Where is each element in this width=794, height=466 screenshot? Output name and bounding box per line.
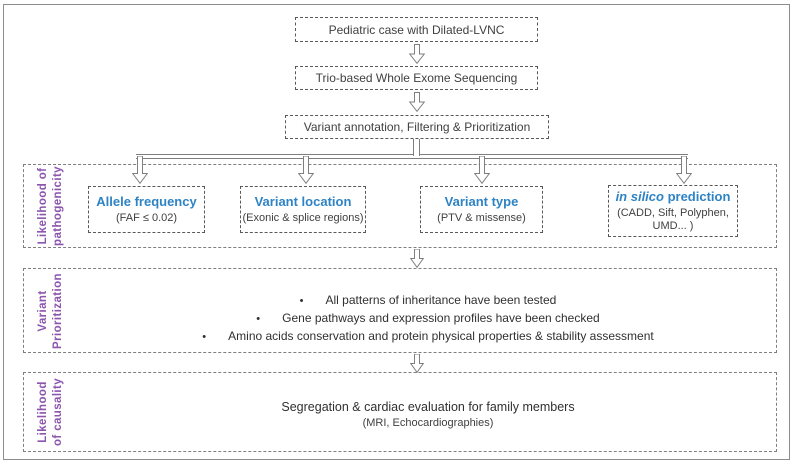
branch-arrow-variant-location: [297, 155, 315, 185]
criteria-title: Variant location: [254, 194, 352, 209]
bullet-text: Amino acids conservation and protein phy…: [228, 329, 654, 343]
criteria-subtitle: (FAF ≤ 0.02): [115, 212, 178, 224]
flow-box-trio-wes-label: Trio-based Whole Exome Sequencing: [315, 71, 518, 85]
prioritization-bullet-list: • All patterns of inheritance have been …: [79, 292, 777, 346]
criteria-subtitle: (CADD, Sift, Polyphen, UMD... ): [617, 207, 729, 232]
flow-box-trio-wes: Trio-based Whole Exome Sequencing: [295, 66, 538, 90]
criteria-subtitle: (PTV & missense): [437, 212, 526, 224]
bullet-item: • Amino acids conservation and protein p…: [79, 328, 777, 346]
criteria-title: Variant type: [444, 194, 519, 209]
down-arrow-icon: [409, 353, 425, 374]
flow-box-pediatric-case-label: Pediatric case with Dilated-LVNC: [328, 22, 505, 37]
branch-horizontal-line: [136, 154, 688, 159]
down-arrow-icon: [408, 92, 426, 113]
bullet-text: Gene pathways and expression profiles ha…: [282, 311, 600, 325]
section-likelihood-of-causality: [23, 372, 777, 452]
bullet-icon: •: [299, 295, 304, 307]
criteria-box-variant-type: Variant type (PTV & missense): [420, 186, 543, 233]
criteria-box-insilico-prediction: in silico prediction (CADD, Sift, Polyph…: [608, 185, 738, 237]
criteria-box-variant-location: Variant location (Exonic & splice region…: [240, 186, 366, 233]
outer-frame: [3, 4, 790, 460]
causality-subtext: (MRI, Echocardiographies): [362, 417, 494, 429]
flow-box-variant-annotation-label: Variant annotation, Filtering & Prioriti…: [303, 120, 531, 134]
causality-content: Segregation & cardiac evaluation for fam…: [79, 398, 777, 431]
bullet-text: All patterns of inheritance have been te…: [325, 293, 557, 307]
flow-box-pediatric-case: Pediatric case with Dilated-LVNC: [295, 17, 538, 42]
criteria-title-rest: prediction: [663, 189, 731, 204]
branch-stem-line: [413, 139, 420, 156]
down-arrow-icon: [409, 248, 425, 269]
criteria-title: Allele frequency: [96, 194, 197, 209]
branch-arrow-allele-frequency: [131, 155, 149, 185]
down-arrow-icon: [408, 44, 426, 65]
bullet-item: • All patterns of inheritance have been …: [79, 292, 777, 310]
branch-arrow-insilico: [675, 155, 693, 185]
branch-arrow-variant-type: [473, 155, 491, 185]
criteria-title-italic: in silico: [615, 189, 664, 204]
bullet-icon: •: [256, 313, 261, 325]
causality-text: Segregation & cardiac evaluation for fam…: [281, 400, 575, 414]
criteria-title: in silico prediction: [616, 189, 731, 205]
flow-box-variant-annotation: Variant annotation, Filtering & Prioriti…: [285, 115, 549, 139]
bullet-item: • Gene pathways and expression profiles …: [79, 310, 777, 328]
section-variant-prioritization: [23, 268, 777, 353]
bullet-icon: •: [202, 331, 207, 343]
criteria-subtitle: (Exonic & splice regions): [242, 212, 364, 224]
criteria-box-allele-frequency: Allele frequency (FAF ≤ 0.02): [88, 186, 205, 233]
